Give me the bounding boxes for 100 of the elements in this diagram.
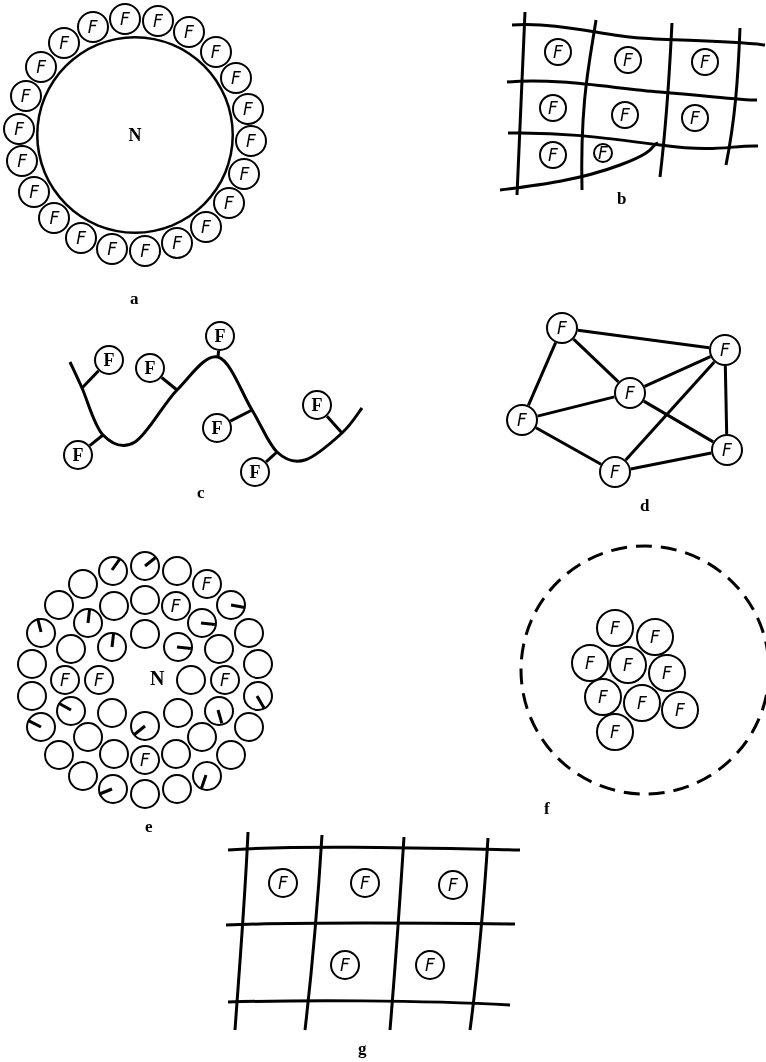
particle-circle: F (691, 48, 719, 76)
panel-label: f (544, 800, 550, 817)
particle-circle: F (199, 35, 232, 68)
particle-circle: F (6, 145, 39, 178)
empty-particle-circle (97, 555, 128, 586)
empty-particle-circle (73, 608, 104, 639)
particle-circle: F (546, 312, 578, 344)
particle-circle: F (234, 125, 267, 158)
particle-circle: F (65, 221, 97, 254)
particle-circle: F (63, 440, 93, 470)
connecting-line (630, 451, 712, 471)
empty-particle-circle (56, 634, 87, 665)
empty-particle-circle (216, 739, 247, 770)
empty-particle-circle (99, 738, 130, 769)
empty-particle-circle (176, 665, 206, 695)
empty-particle-circle (130, 619, 160, 649)
empty-particle-circle (191, 760, 222, 791)
empty-particle-circle (233, 712, 264, 743)
empty-particle-circle (99, 591, 130, 622)
particle-circle: F (228, 157, 261, 190)
particle-circle: F (240, 457, 270, 487)
particle-circle: F (506, 404, 538, 436)
particle-circle: F (614, 377, 646, 409)
particle-circle: F (268, 868, 298, 898)
connecting-line (643, 355, 712, 388)
particle-circle: F (614, 46, 642, 74)
connecting-line (527, 342, 557, 406)
particle-circle: F (623, 684, 661, 722)
particle-circle: F (212, 187, 245, 220)
panel-label: a (130, 290, 139, 307)
empty-particle-circle (68, 760, 99, 791)
particle-circle: F (539, 141, 567, 169)
empty-particle-circle (17, 681, 48, 712)
particle-circle: F (210, 665, 240, 695)
particle-circle: F (415, 950, 445, 980)
particle-circle: F (330, 950, 360, 980)
connecting-line (325, 415, 344, 434)
particle-circle: F (205, 321, 235, 351)
empty-particle-circle (97, 774, 128, 805)
empty-particle-circle (130, 585, 160, 615)
particle-circle: F (161, 227, 194, 259)
particle-circle: F (76, 10, 109, 43)
particle-circle: F (48, 27, 80, 60)
particle-circle: F (571, 644, 609, 682)
panel-label: c (197, 484, 205, 501)
empty-particle-circle (160, 738, 191, 769)
connecting-line (535, 426, 602, 466)
empty-particle-circle (203, 695, 234, 726)
empty-particle-circle (162, 555, 193, 586)
particle-circle: F (596, 713, 634, 751)
connecting-line (265, 450, 278, 464)
particle-circle: F (599, 456, 631, 488)
empty-particle-circle (17, 648, 48, 679)
connecting-line (160, 376, 178, 392)
empty-particle-circle (242, 648, 273, 679)
particle-circle: F (18, 176, 51, 209)
empty-particle-circle (130, 779, 160, 809)
empty-particle-circle (43, 739, 74, 770)
particle-circle: F (648, 654, 686, 692)
particle-circle: F (189, 210, 222, 243)
empty-particle-circle (68, 569, 99, 600)
empty-particle-circle (186, 721, 217, 752)
particle-circle: F (609, 646, 647, 684)
empty-particle-circle (162, 697, 193, 728)
empty-particle-circle (203, 634, 234, 665)
particle-circle: F (38, 202, 71, 235)
connecting-line (216, 350, 221, 358)
particle-circle: F (596, 609, 634, 647)
polymer-chain (68, 355, 364, 463)
connecting-line (577, 328, 710, 350)
connecting-line (537, 395, 615, 418)
panel-label: d (640, 497, 650, 514)
particle-circle: F (94, 345, 124, 375)
particle-circle: F (350, 868, 380, 898)
particle-circle: F (711, 434, 743, 466)
particle-circle: F (130, 745, 160, 775)
particle-circle: F (3, 112, 36, 145)
particle-circle: F (611, 101, 639, 129)
region-label: N (150, 668, 165, 688)
particle-circle: F (9, 80, 42, 113)
particle-circle: F (160, 591, 191, 622)
connecting-line (723, 365, 729, 435)
connecting-line (572, 337, 620, 384)
particle-circle: F (231, 92, 264, 125)
connecting-line (624, 360, 716, 462)
panel-label: g (358, 1040, 367, 1057)
particle-circle: F (25, 50, 58, 83)
empty-particle-circle (56, 695, 87, 726)
particle-circle: F (709, 334, 741, 366)
empty-particle-circle (162, 632, 193, 663)
particle-circle: F (219, 61, 252, 94)
empty-particle-circle (26, 712, 57, 743)
particle-circle: F (681, 104, 709, 132)
particle-circle: F (172, 16, 205, 49)
particle-circle: F (50, 665, 80, 695)
empty-particle-circle (130, 551, 160, 581)
panel-label: e (145, 818, 153, 835)
empty-particle-circle (43, 590, 74, 621)
connecting-line (80, 369, 100, 390)
connecting-line (229, 408, 253, 423)
